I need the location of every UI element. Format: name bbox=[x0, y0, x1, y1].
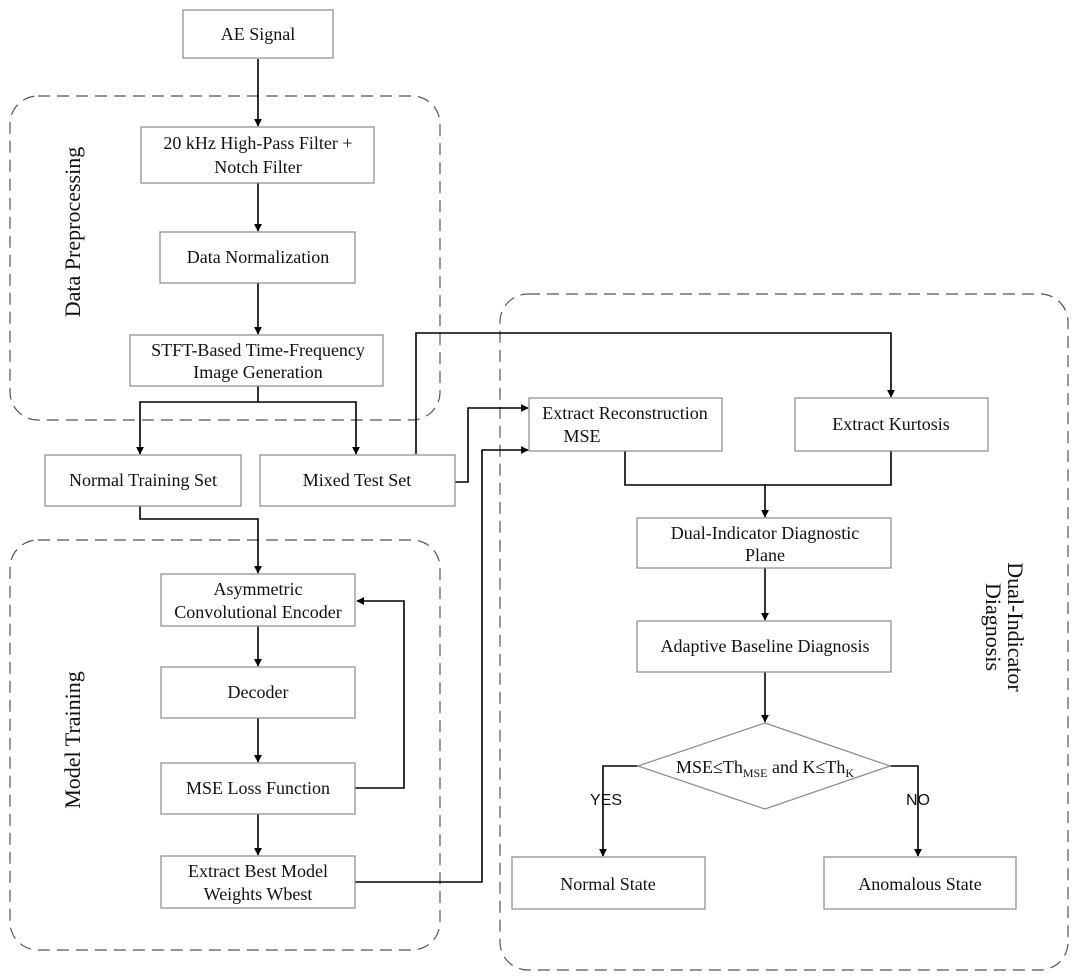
node-stft: STFT-Based Time-Frequency Image Generati… bbox=[129, 334, 384, 387]
svg-text:Dual-Indicator Diagnostic: Dual-Indicator Diagnostic bbox=[671, 523, 859, 543]
svg-text:Asymmetric: Asymmetric bbox=[214, 579, 303, 599]
svg-text:Extract Kurtosis: Extract Kurtosis bbox=[832, 414, 949, 434]
edge-mixed-test-to-kurtosis bbox=[415, 332, 895, 454]
svg-text:Weights Wbest: Weights Wbest bbox=[204, 884, 313, 904]
svg-text:Convolutional Encoder: Convolutional Encoder bbox=[174, 602, 341, 622]
edge-mse-to-plane bbox=[624, 451, 765, 486]
svg-text:Adaptive Baseline Diagnosis: Adaptive Baseline Diagnosis bbox=[661, 636, 870, 656]
svg-text:Normal Training Set: Normal Training Set bbox=[69, 470, 217, 490]
node-ae-signal: AE Signal bbox=[182, 9, 334, 59]
region-label-preprocessing: Data Preprocessing bbox=[60, 147, 85, 317]
svg-text:Image Generation: Image Generation bbox=[193, 362, 322, 382]
svg-text:Data Normalization: Data Normalization bbox=[187, 247, 329, 267]
edge-best-weights-to-extract-mse bbox=[355, 446, 529, 883]
region-label-diagnosis: Dual-Indicator Diagnosis bbox=[981, 562, 1028, 692]
svg-text:Notch Filter: Notch Filter bbox=[214, 157, 302, 177]
edges bbox=[136, 59, 922, 883]
svg-text:Anomalous State: Anomalous State bbox=[858, 874, 982, 894]
node-normal-training-set: Normal Training Set bbox=[44, 454, 242, 507]
svg-text:Extract Reconstruction: Extract Reconstruction bbox=[542, 403, 707, 423]
node-filter: 20 kHz High-Pass Filter + Notch Filter bbox=[140, 126, 375, 184]
edge-decision-yes bbox=[599, 765, 638, 857]
svg-text:Mixed Test Set: Mixed Test Set bbox=[303, 470, 411, 490]
node-best-weights: Extract Best Model Weights Wbest bbox=[160, 855, 356, 909]
edge-mse-loss-feedback bbox=[355, 597, 405, 789]
region-data-preprocessing bbox=[9, 95, 441, 421]
node-dual-indicator-plane: Dual-Indicator Diagnostic Plane bbox=[636, 517, 892, 569]
svg-text:MSE Loss Function: MSE Loss Function bbox=[186, 778, 330, 798]
svg-text:STFT-Based Time-Frequency: STFT-Based Time-Frequency bbox=[151, 340, 365, 360]
edge-label-yes: YES bbox=[590, 792, 622, 809]
edge-normal-training-to-encoder bbox=[139, 506, 262, 574]
region-label-training: Model Training bbox=[60, 671, 85, 809]
node-anomalous-state: Anomalous State bbox=[823, 856, 1017, 910]
edge-mixed-test-to-extract-mse bbox=[455, 404, 529, 483]
node-decision-diamond: MSE≤ThMSE and K≤ThK bbox=[636, 722, 892, 810]
node-data-normalization: Data Normalization bbox=[159, 231, 356, 284]
edge-kurtosis-to-plane bbox=[761, 451, 892, 518]
svg-text:Plane: Plane bbox=[745, 545, 785, 565]
node-adaptive-baseline-diagnosis: Adaptive Baseline Diagnosis bbox=[636, 620, 892, 673]
node-mse-loss-function: MSE Loss Function bbox=[160, 762, 356, 815]
edge-decision-no bbox=[890, 765, 922, 857]
edge-stft-to-mixed-test bbox=[258, 401, 360, 455]
svg-text:MSE≤ThMSE and K≤ThK: MSE≤ThMSE and K≤ThK bbox=[676, 757, 854, 780]
region-model-training bbox=[9, 539, 441, 951]
svg-text:AE Signal: AE Signal bbox=[221, 24, 296, 44]
node-mixed-test-set: Mixed Test Set bbox=[259, 454, 456, 507]
svg-text:20 kHz High-Pass Filter +: 20 kHz High-Pass Filter + bbox=[163, 133, 352, 153]
svg-text:Normal State: Normal State bbox=[560, 874, 655, 894]
svg-text:Decoder: Decoder bbox=[228, 682, 289, 702]
svg-text:MSE: MSE bbox=[563, 426, 600, 446]
node-extract-reconstruction-mse: Extract Reconstruction MSE bbox=[528, 397, 723, 452]
node-decoder: Decoder bbox=[160, 666, 356, 719]
node-normal-state: Normal State bbox=[511, 856, 706, 910]
svg-text:Diagnosis: Diagnosis bbox=[981, 583, 1006, 671]
node-encoder: Asymmetric Convolutional Encoder bbox=[160, 573, 356, 627]
edge-label-no: NO bbox=[906, 792, 930, 809]
node-extract-kurtosis: Extract Kurtosis bbox=[794, 397, 989, 452]
edge-stft-to-normal-training bbox=[136, 386, 259, 455]
region-dual-indicator-diagnosis bbox=[499, 293, 1069, 971]
svg-text:Extract Best Model: Extract Best Model bbox=[188, 861, 328, 881]
svg-text:Dual-Indicator: Dual-Indicator bbox=[1003, 562, 1028, 692]
